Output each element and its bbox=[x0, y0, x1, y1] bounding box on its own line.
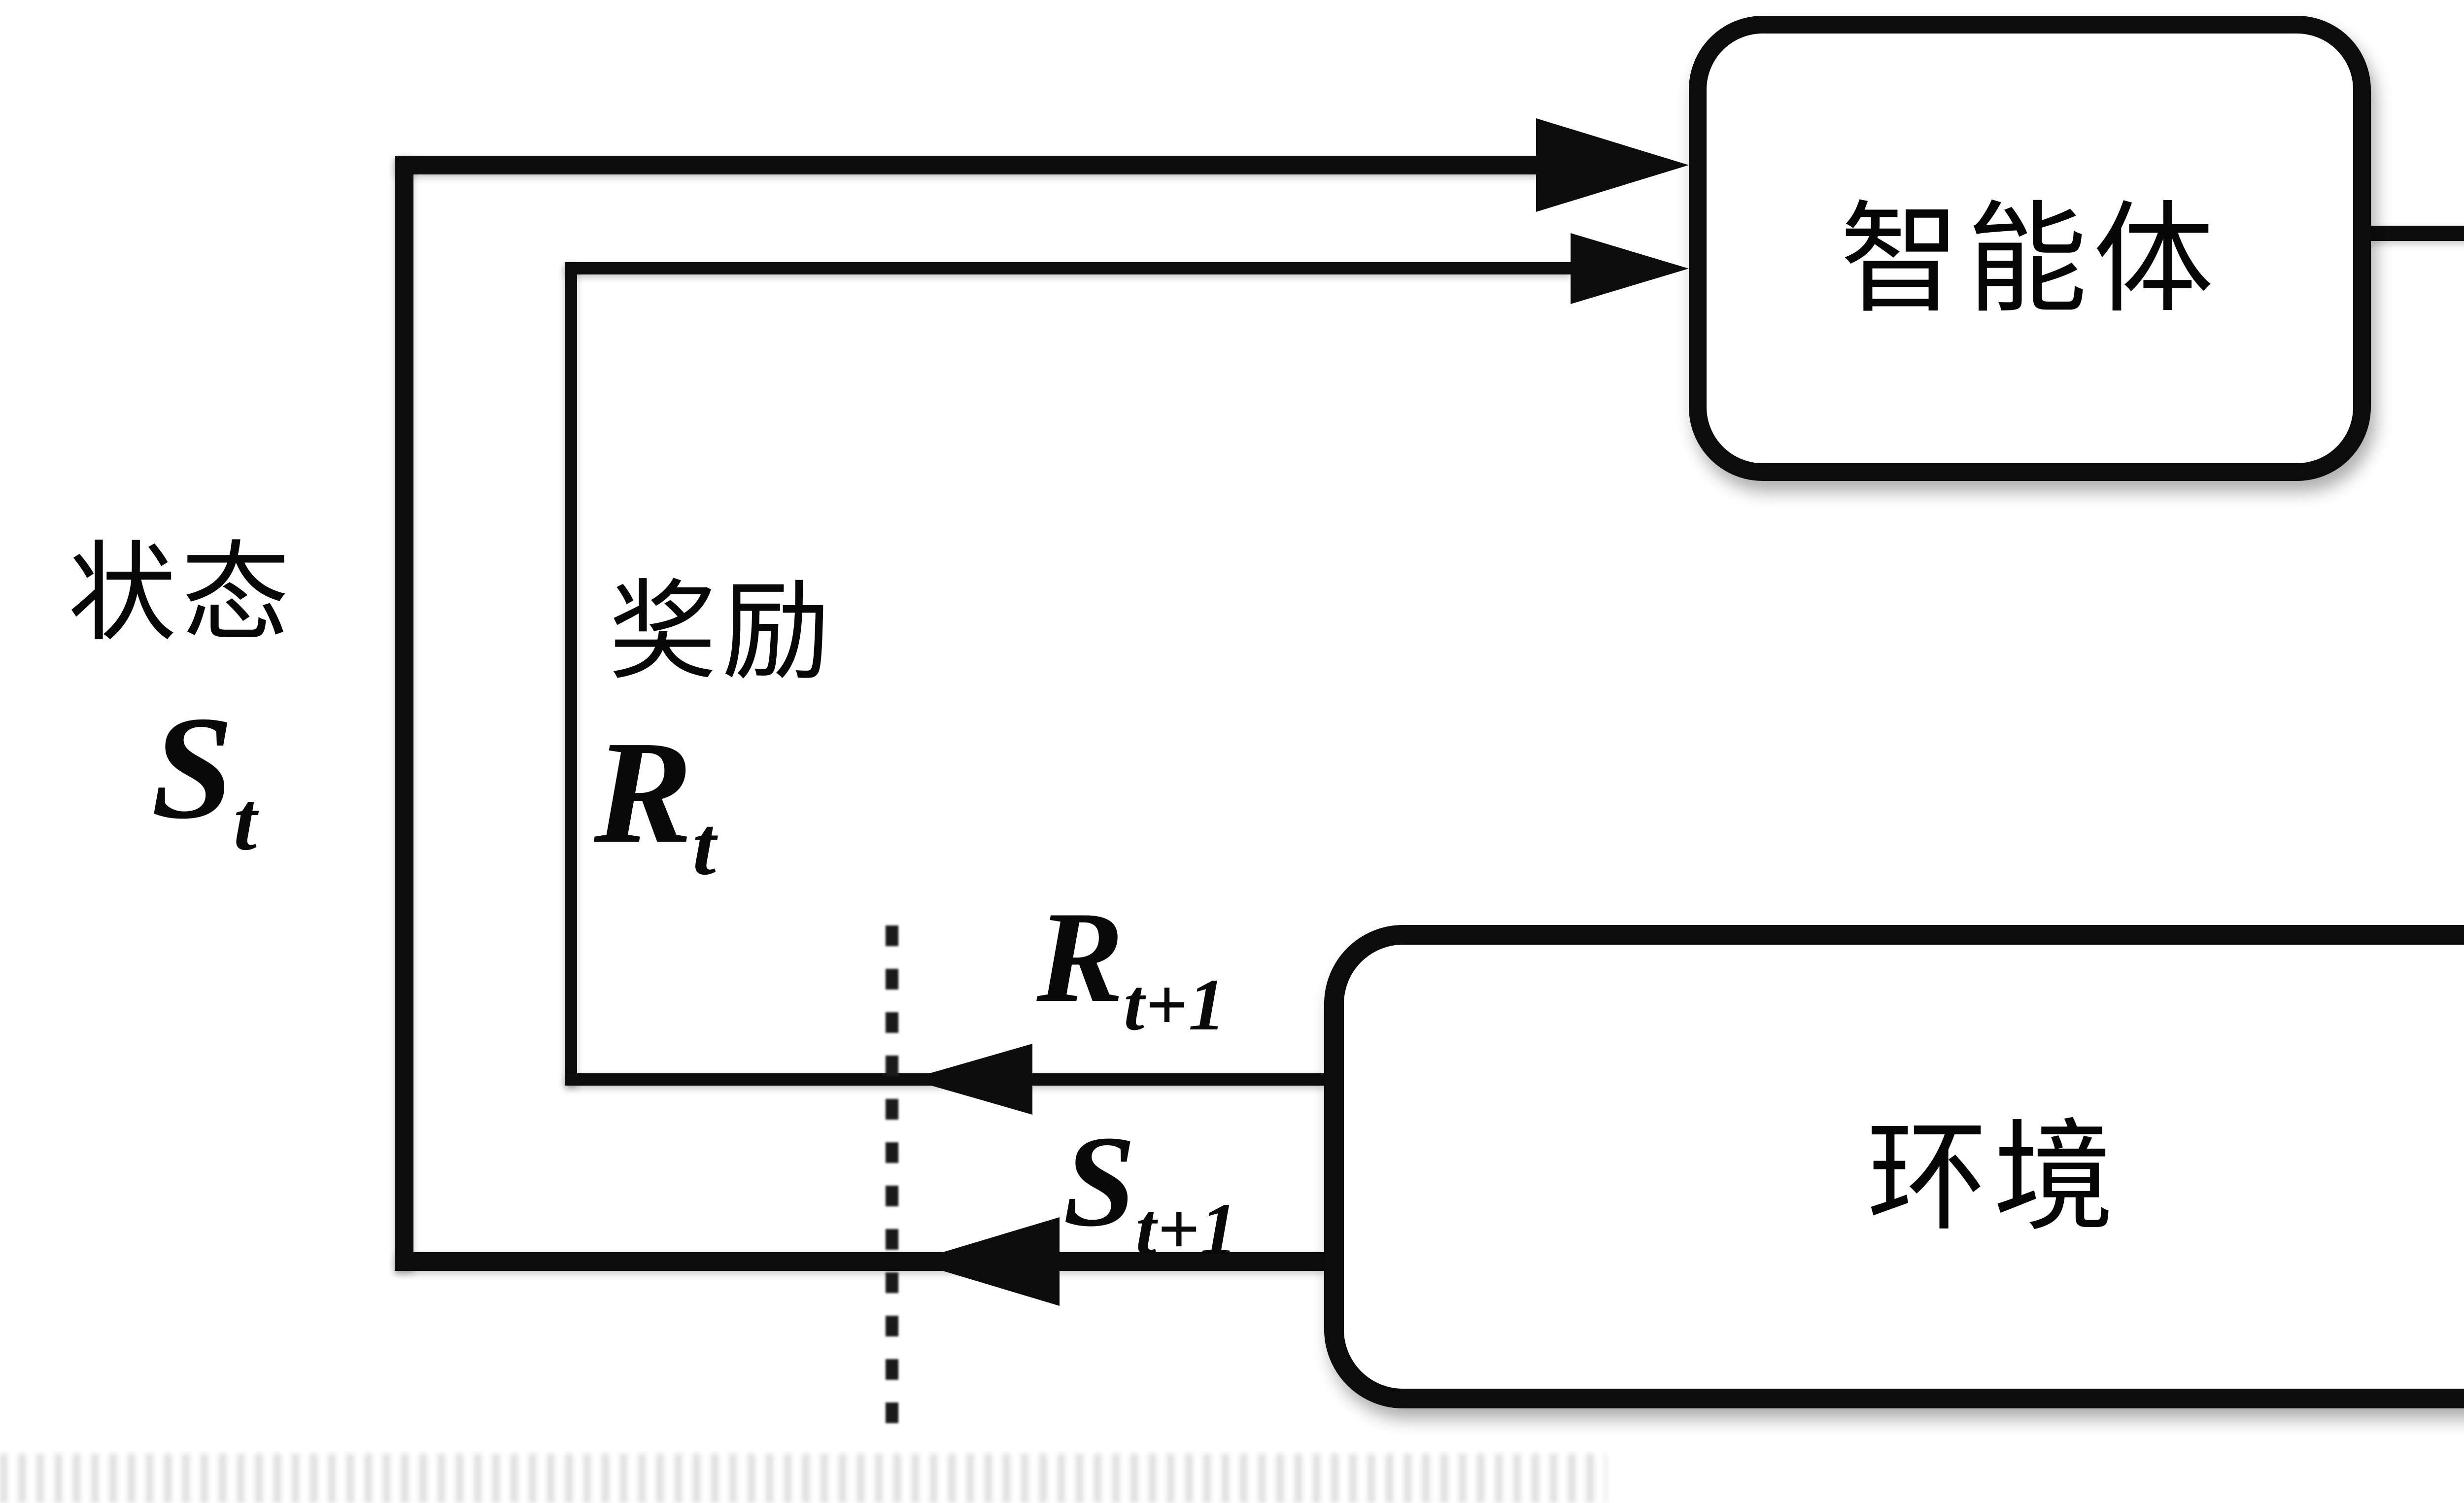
state-symbol-label: St bbox=[151, 683, 258, 870]
agent-node-label: 智能体 bbox=[1840, 193, 2220, 327]
time-step-separator-dashed-line bbox=[886, 925, 898, 1433]
state-arrowhead-into-agent-icon bbox=[1536, 118, 1689, 212]
reward-next-symbol-label: Rt+1 bbox=[1037, 883, 1227, 1047]
state-symbol-subscript: t bbox=[233, 775, 258, 868]
action-edge-top-line bbox=[2371, 226, 2464, 241]
state-next-symbol-label: St+1 bbox=[1063, 1107, 1238, 1271]
agent-node: 智能体 bbox=[1689, 16, 2371, 481]
reward-edge-vertical-line bbox=[565, 262, 577, 1086]
state-next-symbol-letter: S bbox=[1063, 1109, 1136, 1254]
state-symbol-letter: S bbox=[151, 685, 234, 850]
state-edge-label: 状态 bbox=[68, 534, 295, 654]
reward-symbol-label: Rt bbox=[594, 708, 717, 894]
reward-edge-top-line bbox=[565, 262, 1571, 274]
state-next-edge-line bbox=[395, 1252, 1324, 1271]
state-edge-top-line bbox=[395, 156, 1557, 174]
state-next-symbol-subscript: t+1 bbox=[1135, 1188, 1238, 1270]
reward-symbol-letter: R bbox=[594, 710, 693, 874]
reward-edge-label: 奖励 bbox=[608, 573, 836, 693]
reward-symbol-subscript: t bbox=[692, 799, 717, 892]
reward-next-arrowhead-icon bbox=[909, 1044, 1032, 1115]
state-edge-vertical-line bbox=[395, 156, 413, 1271]
state-next-arrowhead-icon bbox=[912, 1217, 1060, 1306]
environment-node: 环境 bbox=[1324, 925, 2464, 1408]
reward-arrowhead-into-agent-icon bbox=[1571, 233, 1689, 304]
reward-next-symbol-subscript: t+1 bbox=[1124, 964, 1227, 1046]
caption-artifact bbox=[0, 1454, 1607, 1503]
environment-node-label: 环境 bbox=[1867, 1112, 2120, 1245]
reward-next-symbol-letter: R bbox=[1036, 885, 1124, 1029]
